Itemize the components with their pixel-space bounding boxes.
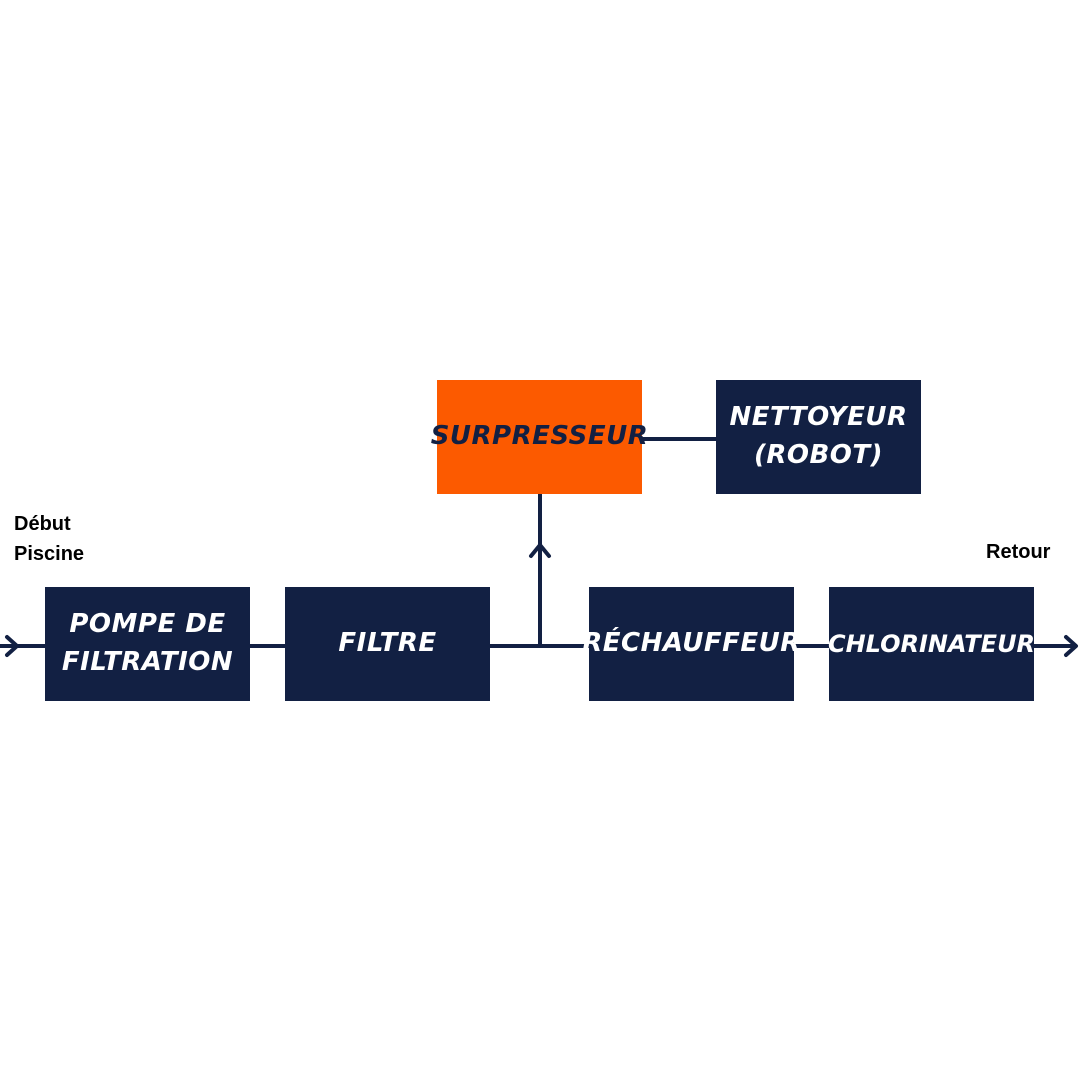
outlet-arrow-icon bbox=[1064, 635, 1078, 657]
node-filter: FILTRE bbox=[285, 587, 490, 701]
start-label: Début Piscine bbox=[14, 513, 85, 565]
node-chlorinator: CHLORINATEUR bbox=[828, 587, 1035, 701]
node-pump: POMPE DE FILTRATION bbox=[45, 587, 250, 701]
node-booster: SURPRESSEUR bbox=[431, 380, 648, 494]
node-cleaner: NETTOYEUR (ROBOT) bbox=[716, 380, 921, 494]
end-label: Retour bbox=[986, 541, 1051, 563]
booster-branch-arrow-icon bbox=[529, 543, 551, 558]
node-heater: RÉCHAUFFEUR bbox=[582, 587, 800, 701]
inlet-arrow-icon bbox=[5, 635, 19, 657]
